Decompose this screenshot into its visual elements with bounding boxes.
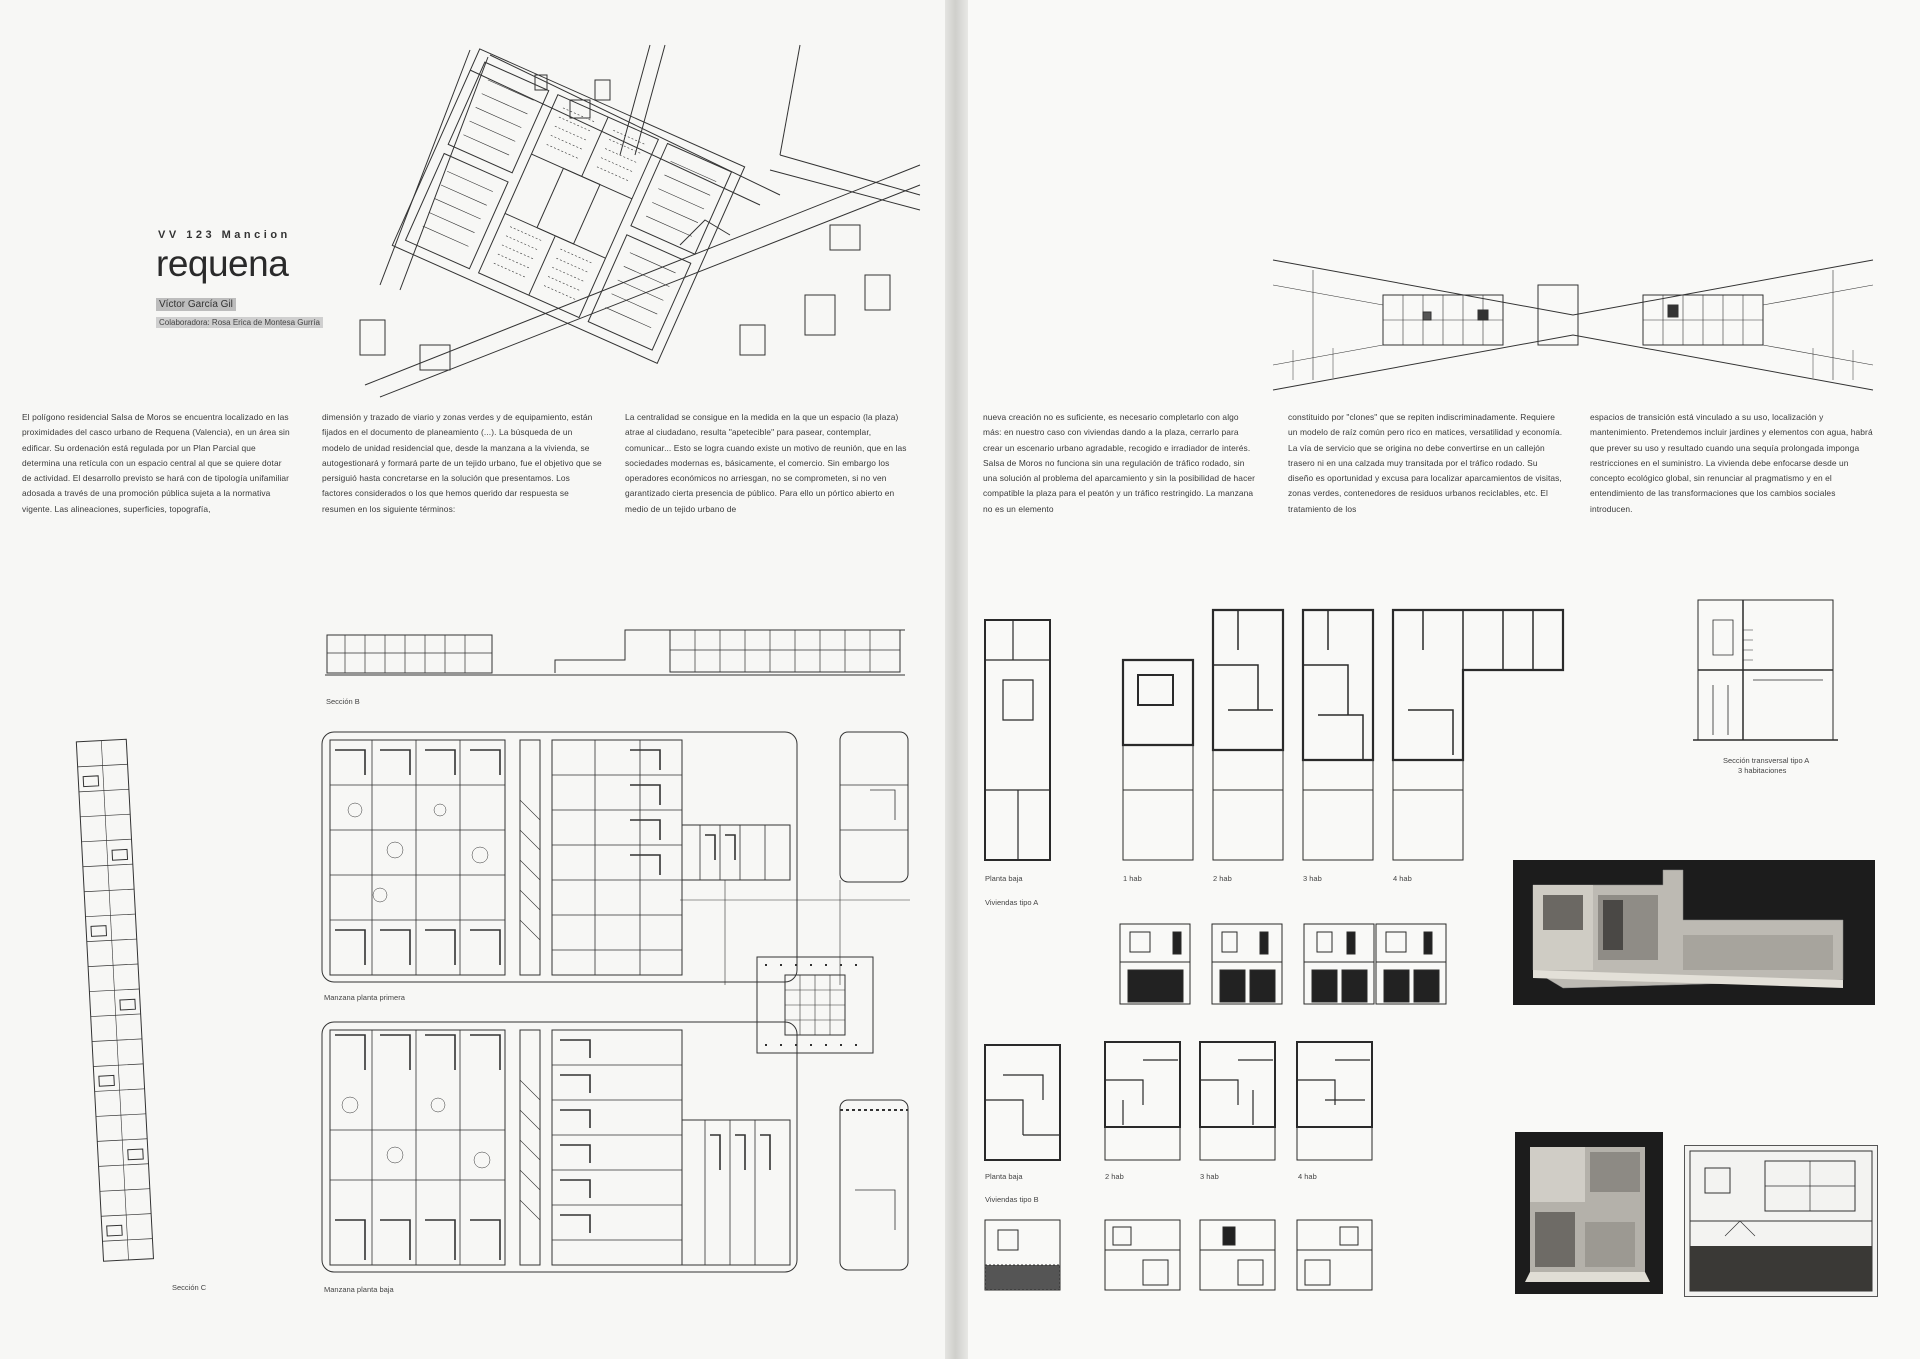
caption-section-c: Sección C bbox=[172, 1283, 207, 1292]
parking-plan bbox=[755, 955, 875, 1055]
text-column-4: nueva creación no es suficiente, es nece… bbox=[983, 412, 1256, 514]
caption-4hab-a: 4 hab bbox=[1393, 874, 1412, 883]
caption-3hab-a: 3 hab bbox=[1303, 874, 1322, 883]
caption-4hab-b: 4 hab bbox=[1298, 1172, 1317, 1181]
text-column-1: El polígono residencial Salsa de Moros s… bbox=[22, 412, 290, 514]
text-column-2: dimensión y trazado de viario y zonas ve… bbox=[322, 412, 602, 514]
author-name: Víctor García Gil bbox=[156, 298, 236, 311]
type-b-elevations bbox=[983, 1215, 1383, 1295]
cross-section-type-a bbox=[1693, 595, 1838, 745]
block-plan-first-floor bbox=[320, 730, 910, 985]
text-column-3: La centralidad se consigue en la medida … bbox=[625, 412, 907, 514]
project-kicker: VV 123 Mancion bbox=[158, 229, 291, 241]
caption-3hab-b: 3 hab bbox=[1200, 1172, 1219, 1181]
section-c-drawing bbox=[80, 735, 160, 1270]
caption-2hab-b: 2 hab bbox=[1105, 1172, 1124, 1181]
text-column-6: espacios de transición está vinculado a … bbox=[1590, 412, 1873, 514]
site-plan-drawing bbox=[360, 45, 920, 400]
page-gutter bbox=[945, 0, 968, 1359]
caption-seccion-transversal: Sección transversal tipo A bbox=[1723, 756, 1810, 765]
caption-manzana-baja: Manzana planta baja bbox=[324, 1285, 394, 1294]
caption-2hab-a: 2 hab bbox=[1213, 874, 1232, 883]
caption-planta-baja-a: Planta baja bbox=[985, 874, 1023, 883]
caption-viviendas-b: Viviendas tipo B bbox=[985, 1195, 1039, 1204]
caption-viviendas-a: Viviendas tipo A bbox=[985, 898, 1039, 907]
type-b-plans bbox=[983, 1040, 1383, 1165]
type-a-plans bbox=[983, 590, 1583, 870]
block-plan-ground-floor bbox=[320, 1020, 910, 1275]
type-a-elevations bbox=[1118, 922, 1448, 1007]
project-title: requena bbox=[156, 243, 289, 284]
left-page: VV 123 Mancion requena Víctor García Gil… bbox=[0, 0, 945, 1359]
caption-tres-habitaciones: 3 habitaciones bbox=[1738, 766, 1787, 775]
section-b-drawing bbox=[325, 625, 905, 680]
model-photo-1 bbox=[1513, 860, 1875, 1005]
model-photo-2 bbox=[1515, 1132, 1663, 1294]
right-page: nueva creación no es suficiente, es nece… bbox=[968, 0, 1920, 1359]
caption-manzana-primera: Manzana planta primera bbox=[324, 993, 405, 1002]
caption-section-b: Sección B bbox=[326, 697, 360, 706]
caption-planta-baja-b: Planta baja bbox=[985, 1172, 1023, 1181]
street-perspective-drawing bbox=[1273, 230, 1873, 400]
text-column-5: constituido por "clones" que se repiten … bbox=[1288, 412, 1563, 514]
caption-1hab-a: 1 hab bbox=[1123, 874, 1142, 883]
section-photo-3 bbox=[1684, 1145, 1878, 1297]
collaborator-credit: Colaboradora: Rosa Erica de Montesa Gurr… bbox=[156, 317, 323, 328]
